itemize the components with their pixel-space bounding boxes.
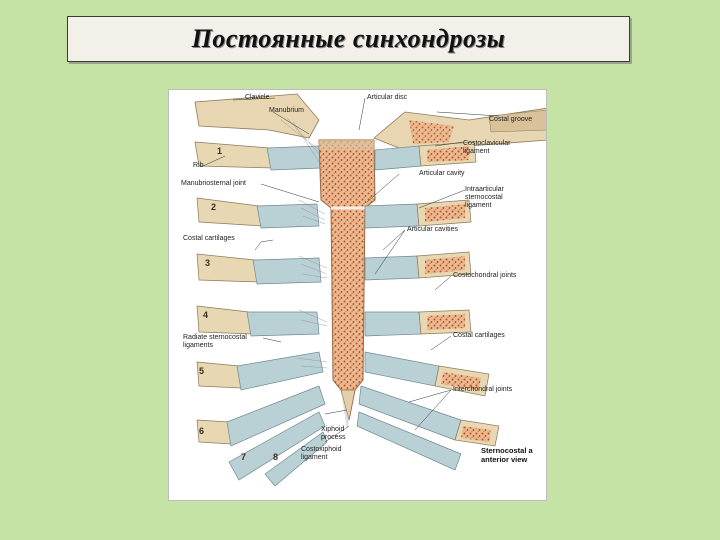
label-manubrium: Manubrium: [269, 107, 305, 114]
label-articular-cavities: Articular cavities: [407, 226, 458, 233]
slide-title: Постоянные синхондрозы: [191, 24, 506, 53]
rib-number-4: 4: [203, 310, 209, 320]
rib-number-8: 8: [273, 452, 279, 462]
label-interchondral-joints: Interchondral joints: [453, 386, 513, 393]
label-costal-groove: Costal groove: [489, 116, 533, 123]
anatomy-figure: Clavicle Manubrium Articular disc Costal…: [168, 89, 547, 501]
rib-number-5: 5: [199, 366, 205, 376]
label-costoclavicular-ligament: Costoclavicular ligament: [463, 140, 511, 155]
label-clavicle: Clavicle: [245, 94, 270, 101]
sternocostal-illustration: [194, 93, 546, 487]
label-rib: Rib: [193, 162, 204, 169]
figure-caption: Sternocostal a anterior view: [481, 446, 533, 464]
left-clavicle-shape: [194, 93, 320, 139]
rib-number-2: 2: [211, 202, 217, 212]
label-xiphoid-process: Xiphoid process: [321, 426, 346, 441]
label-articular-disc: Articular disc: [367, 94, 408, 101]
label-costoxiphoid-ligament: Costoxiphoid ligament: [301, 446, 342, 461]
rib-number-3: 3: [205, 258, 211, 268]
label-costal-cartilages-left: Costal cartilages: [183, 235, 235, 242]
label-radiate-ligaments: Radiate sternocostal ligaments: [183, 334, 247, 349]
label-costochondral-joints: Costochondral joints: [453, 272, 517, 279]
rib-number-7: 7: [241, 452, 247, 462]
rib-number-6: 6: [199, 426, 205, 436]
slide-title-box: Постоянные синхондрозы: [67, 16, 630, 62]
rib-number-1: 1: [217, 146, 223, 156]
label-costal-cartilages-right: Costal cartilages: [453, 332, 505, 339]
label-intraarticular-ligament: Intraarticular sternocostal ligament: [465, 186, 504, 209]
label-manubriosternal-joint: Manubriosternal joint: [181, 180, 246, 187]
label-articular-cavity: Articular cavity: [419, 170, 465, 177]
